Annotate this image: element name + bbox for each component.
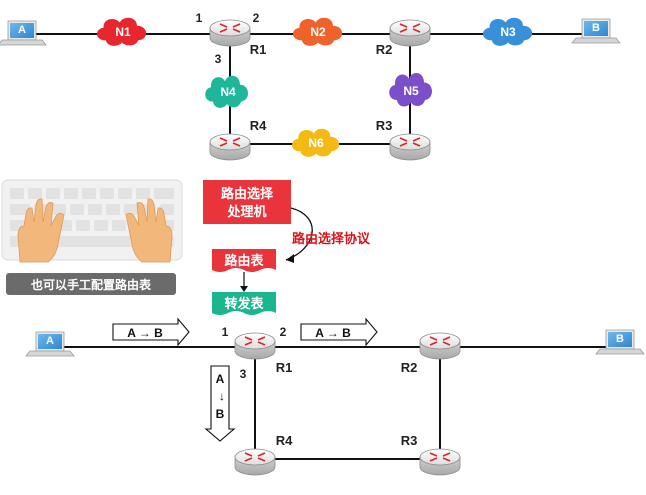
bottom-host-b-label: B xyxy=(616,333,624,345)
protocol-curve-arrow xyxy=(285,207,313,261)
bottom-links xyxy=(56,346,620,460)
top-r2-label: R2 xyxy=(376,42,393,57)
top-network: A B N1 N2 N3 N4 N5 N6 xyxy=(0,11,621,161)
packet-outgoing-label: A → B xyxy=(315,326,351,340)
top-router-r4[interactable] xyxy=(209,133,251,161)
top-r3-label: R3 xyxy=(376,118,393,133)
manual-config-caption: 也可以手工配置路由表 xyxy=(31,277,152,292)
bottom-router-r4[interactable] xyxy=(234,448,276,476)
bottom-host-b[interactable]: B xyxy=(595,329,645,355)
manual-config-caption-bg xyxy=(6,273,176,295)
top-router-r3[interactable] xyxy=(389,133,431,161)
cloud-n4-label: N4 xyxy=(220,85,236,99)
top-host-b-label: B xyxy=(592,22,600,34)
bottom-port-3: 3 xyxy=(240,367,247,381)
bottom-host-a[interactable]: A xyxy=(25,331,75,357)
routing-protocol-label: 路由选择协议 xyxy=(292,231,371,246)
top-router-r1[interactable] xyxy=(209,19,251,47)
bottom-port-2: 2 xyxy=(280,325,287,339)
routing-table-box[interactable] xyxy=(212,249,276,272)
top-host-a[interactable]: A xyxy=(0,20,47,46)
top-host-a-label: A xyxy=(18,24,26,36)
packet-outgoing: A → B xyxy=(300,317,378,347)
forwarding-table-box[interactable] xyxy=(212,292,276,315)
bottom-r3-label: R3 xyxy=(401,433,418,448)
bottom-port-1: 1 xyxy=(222,325,229,339)
cloud-n6-label: N6 xyxy=(308,136,324,150)
packet-discarded-down: A → B xyxy=(204,365,236,442)
right-hand-icon xyxy=(125,198,173,263)
manual-config-illustration: 也可以手工配置路由表 xyxy=(1,179,183,295)
top-r1-label: R1 xyxy=(250,42,267,57)
left-hand-icon xyxy=(17,198,65,263)
cloud-n3-label: N3 xyxy=(500,25,516,39)
bottom-r4-label: R4 xyxy=(276,433,293,448)
bottom-network: A B R1 R2 R4 R3 1 2 3 A → B A → B A → B xyxy=(25,317,645,476)
cloud-n5-label: N5 xyxy=(403,84,419,98)
top-port-3: 3 xyxy=(215,52,222,66)
packet-down-arrow: → xyxy=(217,391,231,403)
forwarding-table-label: 转发表 xyxy=(224,296,264,311)
routing-processor-box[interactable] xyxy=(203,180,291,224)
top-port-1: 1 xyxy=(196,11,203,25)
bottom-host-a-label: A xyxy=(46,335,54,347)
protocol-arrowhead xyxy=(286,254,294,263)
packet-down-b: B xyxy=(216,407,225,421)
top-links xyxy=(36,33,595,145)
cloud-n1-label: N1 xyxy=(115,25,131,39)
top-port-2: 2 xyxy=(253,11,260,25)
router-internals: 路由选择 处理机 路由选择协议 路由表 转发表 xyxy=(203,180,371,315)
routing-processor-label-2: 处理机 xyxy=(226,204,266,219)
routing-processor-label-1: 路由选择 xyxy=(221,186,274,201)
packet-incoming: A → B xyxy=(112,317,190,347)
top-r4-label: R4 xyxy=(250,118,267,133)
packet-down-a: A xyxy=(216,372,225,386)
top-router-r2[interactable] xyxy=(389,19,431,47)
table-to-forwarding-arrowhead xyxy=(240,286,248,292)
bottom-r2-label: R2 xyxy=(401,360,418,375)
bottom-router-r1[interactable] xyxy=(234,332,276,360)
routing-table-label: 路由表 xyxy=(224,253,264,268)
packet-incoming-label: A → B xyxy=(127,326,163,340)
cloud-n2-label: N2 xyxy=(310,25,326,39)
bottom-r1-label: R1 xyxy=(276,360,293,375)
bottom-router-r2[interactable] xyxy=(419,332,461,360)
bottom-router-r3[interactable] xyxy=(419,448,461,476)
top-host-b[interactable]: B xyxy=(571,18,621,44)
